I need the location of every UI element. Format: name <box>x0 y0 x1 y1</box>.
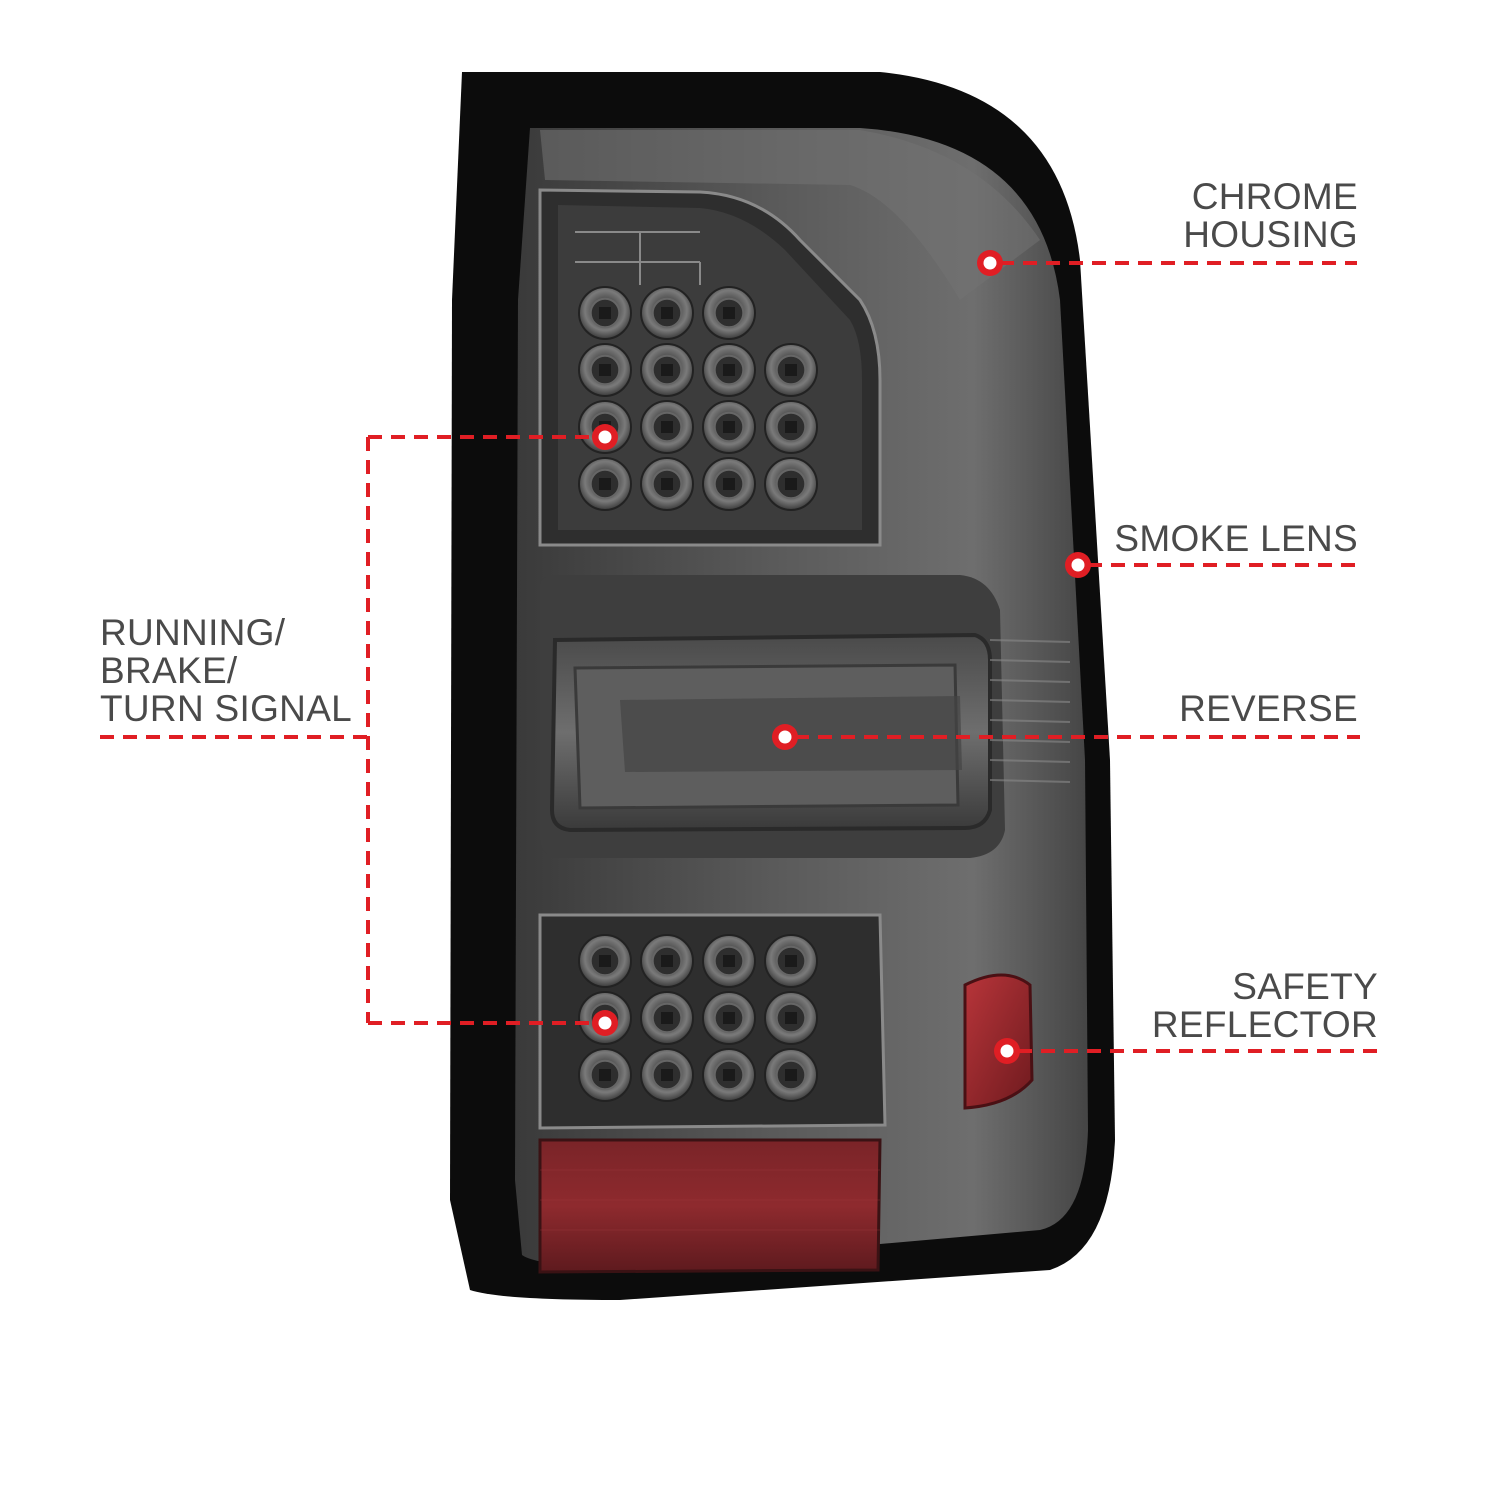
led-icon <box>764 934 818 988</box>
led-icon <box>640 343 694 397</box>
led-icon <box>578 286 632 340</box>
led-icon <box>640 457 694 511</box>
led-icon <box>764 991 818 1045</box>
led-icon <box>702 286 756 340</box>
callout-dot-icon <box>977 250 1003 276</box>
led-icon <box>764 1048 818 1102</box>
led-icon <box>702 343 756 397</box>
lens-ribs <box>989 639 1071 783</box>
callout-reverse-label: REVERSE <box>1179 688 1358 729</box>
led-icon <box>764 343 818 397</box>
led-icon <box>578 1048 632 1102</box>
led-icon <box>640 934 694 988</box>
led-icon <box>578 343 632 397</box>
led-icon <box>702 991 756 1045</box>
callout-dot-icon <box>772 724 798 750</box>
led-icon <box>640 286 694 340</box>
callout-safety-reflector-label: SAFETY REFLECTOR <box>1151 966 1378 1045</box>
lower-red-reflector <box>538 1138 882 1274</box>
callout-smoke-lens-label: SMOKE LENS <box>1114 518 1358 559</box>
callout-dot-icon <box>592 424 618 450</box>
led-icon <box>640 1048 694 1102</box>
led-icon <box>702 400 756 454</box>
led-icon <box>578 934 632 988</box>
led-icon <box>578 457 632 511</box>
callout-dot-icon <box>592 1010 618 1036</box>
callout-dot-icon <box>1065 552 1091 578</box>
led-icon <box>702 1048 756 1102</box>
callout-lines <box>100 250 1378 1064</box>
led-icon <box>702 457 756 511</box>
led-icon <box>764 457 818 511</box>
upper-led-array <box>575 231 818 511</box>
callout-chrome-housing-label: CHROME HOUSING <box>1183 176 1358 255</box>
callout-running-brake-turn-label: RUNNING/ BRAKE/ TURN SIGNAL <box>100 612 353 729</box>
led-icon <box>764 400 818 454</box>
callout-dot-icon <box>994 1038 1020 1064</box>
led-icon <box>640 400 694 454</box>
led-icon <box>702 934 756 988</box>
led-icon <box>640 991 694 1045</box>
